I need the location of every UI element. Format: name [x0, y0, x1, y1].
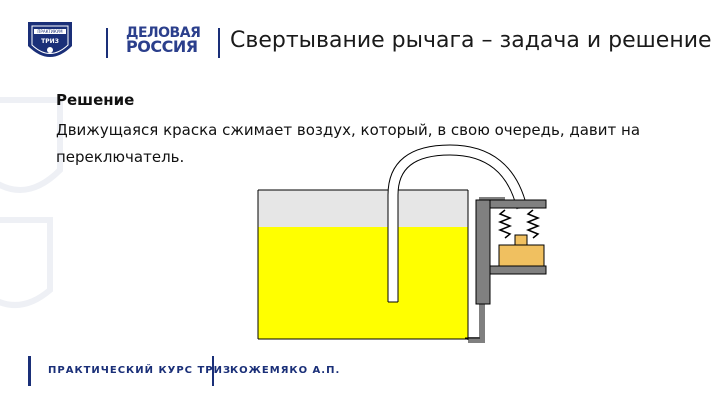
header-separator	[106, 28, 108, 58]
watermark-emblem	[0, 97, 63, 308]
footer-bar	[28, 356, 31, 386]
spring-left	[497, 209, 513, 239]
footer-separator	[212, 356, 214, 386]
logo-line-2: РОССИЯ	[126, 37, 198, 56]
tank-air	[258, 190, 468, 227]
page-title: Свертывание рычага – задача и решение	[230, 28, 712, 53]
header-separator	[218, 28, 220, 58]
solution-heading: Решение	[56, 91, 135, 109]
solution-text: Движущаяся краска сжимает воздух, которы…	[56, 121, 641, 166]
switch-plunger	[514, 234, 528, 246]
delovaya-rossiya-logo: ДЕЛОВАЯ РОССИЯ	[126, 25, 201, 56]
footer-author-label: КОЖЕМЯКО А.П.	[230, 365, 341, 376]
triz-badge-logo: ПРАКТИКУМ ТРИЗ	[28, 22, 72, 57]
footer-course-label: ПРАКТИЧЕСКИЙ КУРС ТРИЗ	[48, 365, 232, 376]
badge-middle-text: ТРИЗ	[41, 38, 59, 45]
diagram	[257, 144, 547, 343]
badge-top-text: ПРАКТИКУМ	[37, 29, 63, 34]
tank-paint	[258, 227, 468, 339]
logo-line-1: ДЕЛОВАЯ	[126, 25, 201, 41]
switch-bracket	[475, 199, 547, 305]
spring-right	[525, 209, 541, 239]
switch-block	[498, 244, 545, 267]
header: ПРАКТИКУМ ТРИЗ ДЕЛОВАЯ РОССИЯ Свертывани…	[0, 0, 720, 80]
